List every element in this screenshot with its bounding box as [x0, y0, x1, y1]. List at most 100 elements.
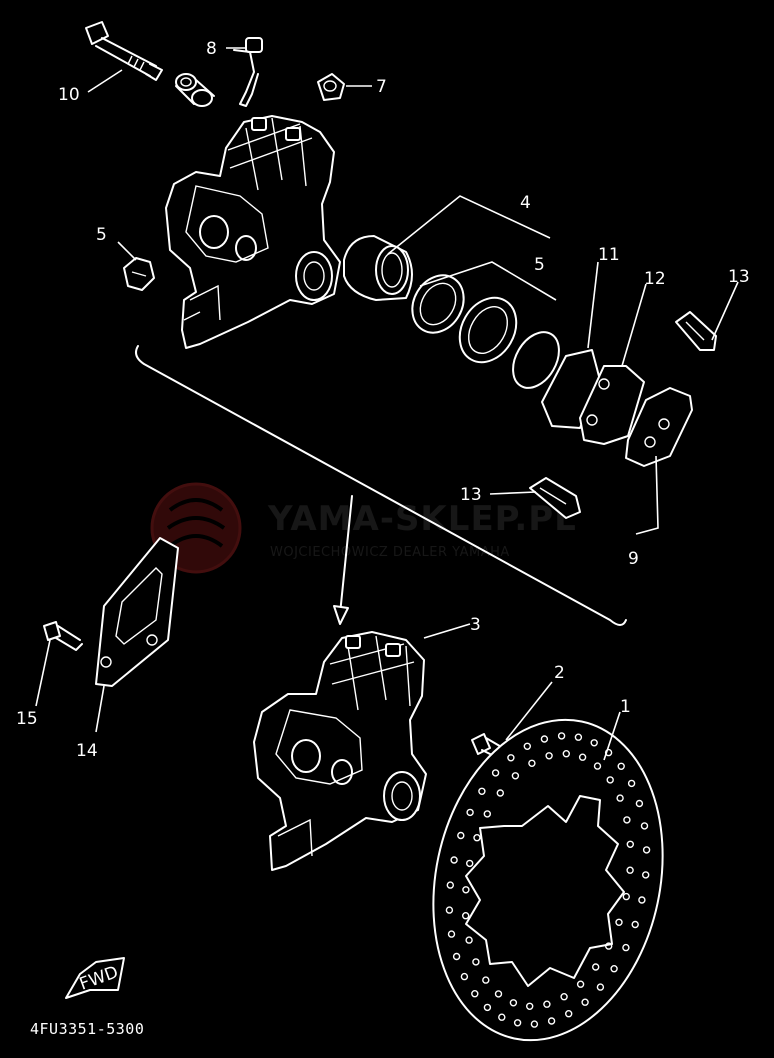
disc-hole	[606, 776, 614, 784]
callout-12: 12	[644, 269, 666, 289]
callout-labels: 1 2 3 4 5 5 7 8 9 10 11 12 13 13 14 15	[16, 39, 750, 761]
disc-hole	[478, 787, 486, 795]
disc-hole	[526, 1002, 534, 1010]
callout-14: 14	[76, 741, 98, 761]
disc-hole	[465, 936, 473, 944]
disc-hole	[482, 976, 490, 984]
disc-hole	[545, 752, 553, 760]
disc-hole	[540, 735, 549, 743]
disc-hole	[462, 886, 470, 894]
disc-hole	[615, 918, 623, 926]
disc-hole	[557, 732, 566, 740]
disc-hole	[446, 881, 454, 889]
callout-3: 3	[470, 615, 481, 635]
disc-hole	[483, 1003, 492, 1012]
disc-hole	[562, 750, 570, 758]
part-1-brake-disc	[432, 718, 664, 1042]
leader-lines	[35, 47, 739, 761]
watermark-subtitle: WOJCIECHOWICZ DEALER YAMAHA	[270, 545, 510, 560]
part-8-bleed-screw	[233, 37, 263, 107]
part-5-nut-left	[123, 257, 155, 291]
part-4-piston	[343, 235, 413, 301]
disc-hole	[604, 748, 613, 757]
disc-hole	[466, 859, 474, 868]
disc-hole	[565, 1010, 573, 1018]
part-5-seals	[411, 274, 560, 389]
disc-hole	[523, 742, 531, 750]
callout-5-right: 5	[534, 255, 545, 275]
callout-15: 15	[16, 709, 38, 729]
disc-hole	[622, 943, 630, 952]
callout-10: 10	[58, 85, 80, 105]
caliper-body-upper	[165, 115, 341, 349]
callout-5-left: 5	[96, 225, 107, 245]
watermark: YAMA-SKLEP.PL WOJCIECHOWICZ DEALER YAMAH…	[150, 482, 577, 574]
disc-hole	[593, 762, 602, 770]
disc-hole	[547, 1017, 556, 1025]
disc-hole	[560, 993, 568, 1001]
disc-hole	[457, 831, 465, 840]
part-3-caliper-assembly	[253, 631, 427, 871]
disc-hole	[473, 834, 481, 842]
disc-hole	[496, 789, 504, 797]
disc-hole	[578, 753, 587, 761]
disc-hole	[642, 846, 651, 854]
callout-13-lower: 13	[460, 485, 482, 505]
part-13-pad-spring-upper	[675, 311, 717, 351]
disc-hole	[610, 965, 618, 973]
disc-hole	[513, 1019, 522, 1027]
part-11-12-pads	[541, 349, 693, 467]
disc-hole	[471, 990, 479, 998]
disc-hole	[635, 799, 644, 808]
part-15-bolt	[43, 621, 83, 651]
disc-hole	[642, 871, 650, 879]
disc-hole	[581, 998, 589, 1006]
watermark-title: YAMA-SKLEP.PL	[267, 499, 577, 539]
disc-hole	[507, 754, 515, 762]
callout-4: 4	[520, 193, 531, 213]
disc-hole	[640, 822, 649, 830]
disc-hole	[605, 942, 613, 950]
disc-hole	[638, 896, 646, 904]
disc-hole	[450, 856, 458, 864]
part-14-bracket-plate	[95, 537, 179, 687]
disc-hole	[466, 808, 474, 817]
part-13-pad-spring-lower	[529, 477, 581, 519]
disc-hole	[626, 840, 634, 848]
disc-hole	[472, 958, 480, 966]
callout-11: 11	[598, 245, 620, 265]
drawing-code: 4FU3351-5300	[30, 1020, 144, 1038]
disc-hole	[592, 963, 600, 971]
pin-sleeve	[175, 73, 215, 107]
fwd-arrow-icon: FWD	[65, 957, 125, 999]
disc-hole	[617, 762, 625, 770]
disc-hole	[483, 810, 491, 818]
callout-9: 9	[628, 549, 639, 569]
disc-hole	[596, 983, 605, 991]
part-7-cap	[317, 73, 345, 101]
disc-hole	[509, 999, 518, 1007]
disc-hole	[511, 772, 520, 780]
callout-2: 2	[554, 663, 565, 683]
disc-hole	[530, 1020, 539, 1028]
disc-hole	[576, 980, 585, 988]
disc-hole	[498, 1013, 506, 1021]
disc-hole	[631, 920, 639, 929]
disc-hole	[627, 779, 636, 788]
disc-hole	[623, 816, 631, 824]
disc-hole	[626, 866, 634, 874]
callout-1: 1	[620, 697, 631, 717]
disc-hole	[622, 892, 630, 901]
disc-hole	[447, 930, 456, 938]
disc-hole	[494, 990, 503, 998]
callout-8: 8	[206, 39, 217, 59]
disc-hole	[445, 906, 454, 914]
part-10-bolt	[85, 21, 163, 81]
disc-hole	[528, 759, 536, 767]
disc-hole	[491, 769, 500, 777]
disc-hole	[462, 912, 470, 920]
disc-hole	[616, 794, 624, 802]
disc-hole	[460, 972, 469, 981]
disc-hole	[590, 739, 598, 747]
